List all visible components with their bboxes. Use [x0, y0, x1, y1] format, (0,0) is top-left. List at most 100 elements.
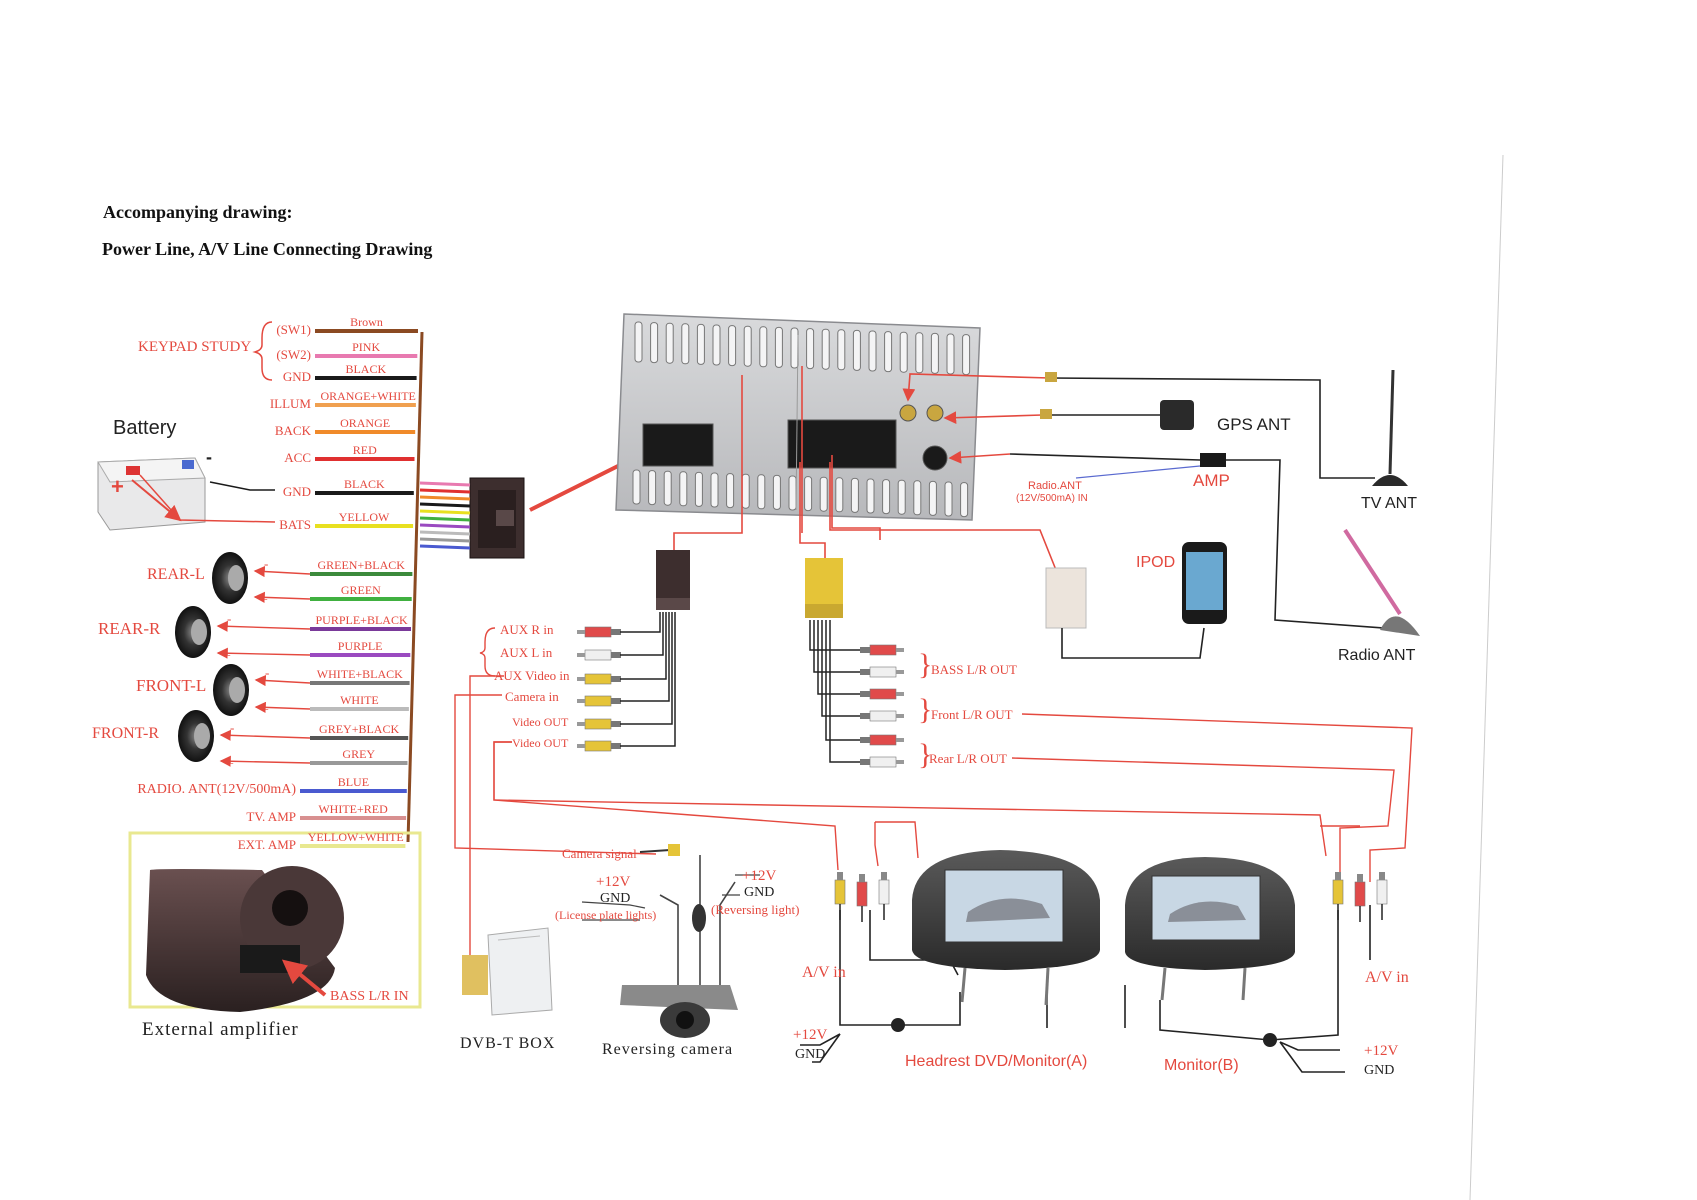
pin-label: EXT. AMP	[237, 837, 296, 852]
rca-plug	[860, 688, 904, 700]
rca-input-block	[656, 550, 690, 610]
plug-wire	[419, 495, 471, 501]
camera-right-12v: +12V	[742, 868, 777, 884]
plug-wires	[419, 481, 471, 550]
camera-left-12v: +12V	[596, 874, 631, 890]
rca-plug	[860, 756, 904, 768]
pin-label: TV. AMP	[246, 809, 296, 824]
wire-color-label: GREY+BLACK	[319, 722, 400, 736]
monitor-right-gnd: GND	[1364, 1063, 1395, 1078]
rca-plug	[577, 626, 621, 638]
rca-plug	[860, 666, 904, 678]
pin-label: ACC	[284, 450, 311, 465]
wire-color-label: BLUE	[337, 775, 370, 789]
head-unit-back-panel	[615, 313, 981, 521]
plug-wire	[419, 488, 471, 494]
tv-ant-plug	[1045, 372, 1057, 382]
dvbt-box-drawing	[462, 927, 553, 1016]
battery-minus: -	[206, 447, 212, 467]
svg-text:-: -	[230, 720, 234, 735]
rca-plug	[878, 872, 890, 920]
svg-text:+: +	[226, 757, 234, 772]
video-out-1-label: Video OUT	[512, 715, 569, 729]
pin-label: GND	[282, 484, 311, 499]
svg-text:-: -	[264, 556, 268, 571]
av-routing	[454, 675, 1413, 971]
bass-brace: }	[918, 648, 933, 681]
cable-joint-markers	[891, 1018, 1277, 1047]
radio-ant-label: Radio ANT	[1338, 647, 1416, 664]
head-unit-callouts	[673, 366, 1059, 576]
aux-r-label: AUX R in	[500, 622, 554, 637]
monitor-b-drawing	[1125, 857, 1295, 1001]
plug-wire	[419, 502, 471, 508]
camera-right-gnd: GND	[744, 885, 775, 900]
camera-signal-label: Camera signal	[562, 846, 637, 861]
antenna-cables	[1009, 377, 1411, 631]
rca-plug	[1332, 872, 1344, 920]
page-edge-line	[1469, 154, 1504, 1200]
pin-label: (SW1)	[276, 322, 311, 337]
rca-plug	[577, 718, 621, 730]
gps-antenna	[1160, 400, 1194, 430]
wire-color-label: GREY	[342, 747, 376, 761]
svg-text:+: +	[260, 593, 268, 608]
battery-label: Battery	[113, 417, 177, 439]
bass-in-label: BASS L/R IN	[330, 989, 409, 1004]
plug-wire	[419, 516, 471, 522]
rca-plug	[834, 872, 846, 920]
rear-out-label: Rear L/R OUT	[929, 751, 1007, 766]
rca-plug	[860, 710, 904, 722]
aux-video-label: AUX Video in	[494, 668, 570, 683]
tv-antenna-drawing	[1372, 369, 1408, 486]
page-subtitle: Power Line, A/V Line Connecting Drawing	[102, 239, 433, 259]
rca-plug	[1354, 874, 1366, 922]
camera-in-label: Camera in	[505, 689, 559, 704]
amp-box	[1200, 453, 1226, 467]
gps-ant-plug	[1040, 409, 1052, 419]
rca-plug	[577, 649, 621, 661]
dvbt-label: DVB-T BOX	[460, 1035, 556, 1052]
speakers: -+-+-+-+	[175, 552, 311, 772]
rca-output-plugs	[809, 620, 904, 768]
tv-ant-label: TV ANT	[1361, 495, 1418, 512]
speaker-drawing: -+	[212, 552, 311, 608]
svg-text:-: -	[265, 665, 269, 680]
wire-color-label: ORANGE+WHITE	[320, 389, 416, 403]
plug-wire	[419, 523, 471, 529]
wire-color-label: RED	[352, 443, 377, 457]
svg-text:+: +	[261, 703, 269, 718]
rca-output-block	[805, 558, 843, 618]
speaker-front-l-label: FRONT-L	[136, 676, 207, 695]
wire-color-label: WHITE	[340, 693, 379, 707]
external-amplifier-label: External amplifier	[142, 1019, 299, 1040]
wire-color-label: PINK	[352, 340, 381, 354]
plug-wire	[419, 530, 471, 536]
speaker-drawing: -+	[178, 710, 311, 772]
ipod-label: IPOD	[1136, 554, 1176, 571]
pin-label: GND	[282, 369, 311, 384]
main-harness-socket	[642, 423, 714, 467]
pin-label: BATS	[279, 517, 311, 532]
plug-wire	[419, 509, 471, 515]
svg-text:-: -	[227, 611, 231, 626]
amp-label: AMP	[1193, 471, 1230, 490]
aux-brace	[479, 627, 496, 677]
rca-plug	[1376, 872, 1388, 920]
keypad-brace	[252, 321, 273, 381]
camera-right-note: (Reversing light)	[711, 902, 800, 917]
rear-brace: }	[918, 738, 933, 771]
speaker-drawing: -+	[175, 606, 311, 664]
rca-plug	[860, 644, 904, 656]
plug-wire	[419, 481, 471, 487]
radio-ant-in-label-1: Radio.ANT	[1028, 480, 1082, 492]
harness-connector	[469, 477, 525, 559]
av-socket	[787, 419, 897, 469]
rca-plug	[856, 874, 868, 922]
keypad-group-label: KEYPAD STUDY	[138, 339, 252, 355]
wire-color-label: PURPLE	[337, 639, 383, 653]
harness-trunk	[406, 331, 424, 843]
wire-color-label: Brown	[350, 315, 383, 329]
monitor-a-drawing	[912, 850, 1100, 1006]
